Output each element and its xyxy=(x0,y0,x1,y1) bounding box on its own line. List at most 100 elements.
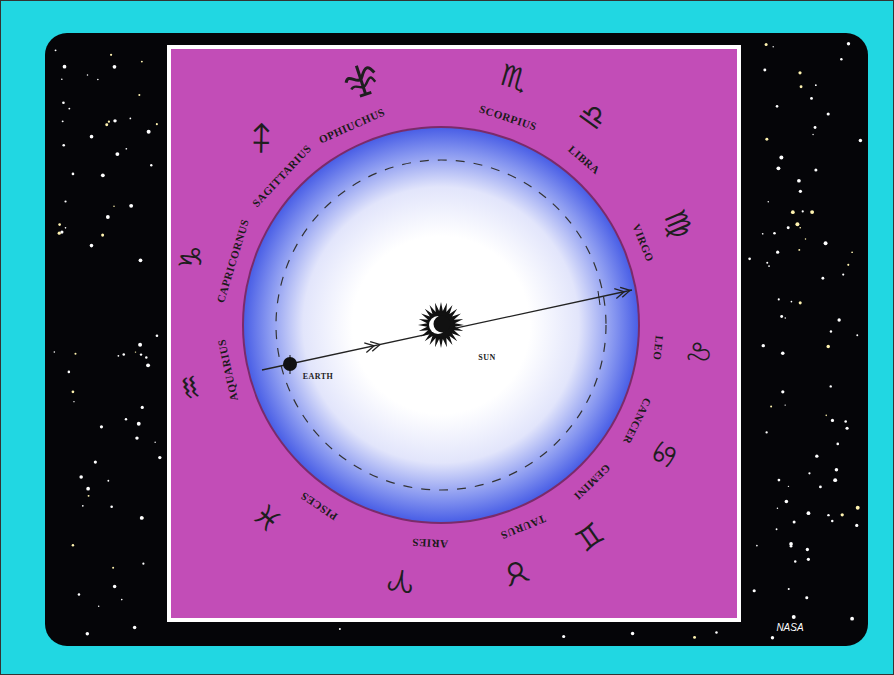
star xyxy=(833,478,837,482)
star xyxy=(72,173,75,176)
star xyxy=(798,249,800,251)
star xyxy=(78,593,81,596)
star xyxy=(62,101,65,104)
star xyxy=(778,479,781,482)
watermark: NASA xyxy=(776,623,803,633)
star xyxy=(768,201,770,203)
star xyxy=(792,615,796,619)
constellation-name: SCORPIUS xyxy=(478,103,538,132)
star xyxy=(856,334,858,336)
star xyxy=(844,420,847,423)
constellation-name: CAPRICORNUS xyxy=(215,218,251,304)
star xyxy=(810,210,814,214)
star xyxy=(140,516,144,520)
star xyxy=(814,168,817,171)
star xyxy=(825,415,827,417)
star xyxy=(790,545,793,548)
star xyxy=(693,636,696,639)
star xyxy=(837,318,840,321)
star xyxy=(805,238,806,239)
zodiac-symbol: ♒ xyxy=(173,371,209,404)
celestial-sphere xyxy=(244,128,638,522)
star xyxy=(827,112,830,115)
star xyxy=(802,210,804,212)
star xyxy=(815,84,817,86)
star xyxy=(791,301,793,303)
star xyxy=(94,461,97,464)
star xyxy=(61,78,63,80)
star xyxy=(74,353,76,355)
star xyxy=(54,351,56,353)
star xyxy=(113,65,117,69)
star xyxy=(781,390,784,393)
star xyxy=(765,138,768,141)
star xyxy=(110,506,113,509)
star xyxy=(142,563,144,565)
star xyxy=(150,164,152,166)
star xyxy=(770,405,772,407)
star xyxy=(154,441,155,442)
star xyxy=(791,210,795,214)
star xyxy=(115,152,119,156)
star xyxy=(139,258,143,262)
star xyxy=(766,262,768,264)
star xyxy=(108,121,110,123)
star xyxy=(847,264,849,266)
body-label: SUN xyxy=(478,354,496,362)
star xyxy=(133,626,136,629)
star xyxy=(101,173,105,177)
star xyxy=(840,58,842,60)
star xyxy=(156,334,159,337)
star xyxy=(797,179,801,183)
star xyxy=(831,419,834,422)
star xyxy=(60,230,63,233)
star xyxy=(836,443,839,446)
star xyxy=(146,363,150,367)
star xyxy=(64,200,66,202)
star xyxy=(780,315,783,318)
star xyxy=(830,385,832,387)
star xyxy=(799,227,801,229)
star xyxy=(815,454,818,457)
constellation-name: TAURUS xyxy=(499,513,547,541)
star xyxy=(855,524,858,527)
star xyxy=(777,508,779,510)
star xyxy=(63,65,67,69)
constellation-name: AQUARIUS xyxy=(216,339,240,403)
zodiac-symbol: ♋ xyxy=(645,435,684,473)
star xyxy=(850,617,854,621)
star xyxy=(800,85,803,88)
star xyxy=(794,560,796,562)
star xyxy=(776,105,779,108)
star xyxy=(562,635,565,638)
zodiac-symbol: ♎ xyxy=(573,96,612,136)
star xyxy=(86,632,89,635)
star xyxy=(756,545,758,547)
star xyxy=(88,495,90,497)
star xyxy=(105,123,108,126)
zodiac-symbol: ♊ xyxy=(569,516,608,556)
star xyxy=(113,119,116,122)
star xyxy=(784,317,785,318)
star xyxy=(87,74,88,75)
star xyxy=(86,487,90,491)
star xyxy=(121,599,123,601)
star xyxy=(715,631,717,633)
star xyxy=(147,130,151,134)
star xyxy=(122,353,125,356)
star xyxy=(156,123,158,125)
star xyxy=(779,155,783,159)
ophiuchus-symbol xyxy=(342,61,380,99)
star xyxy=(62,144,65,147)
star xyxy=(112,567,114,569)
star xyxy=(776,528,778,530)
star xyxy=(765,431,767,433)
star xyxy=(97,79,99,81)
star xyxy=(806,548,809,551)
star xyxy=(68,371,71,374)
stars xyxy=(54,42,863,639)
star xyxy=(776,166,780,170)
star xyxy=(841,513,844,516)
